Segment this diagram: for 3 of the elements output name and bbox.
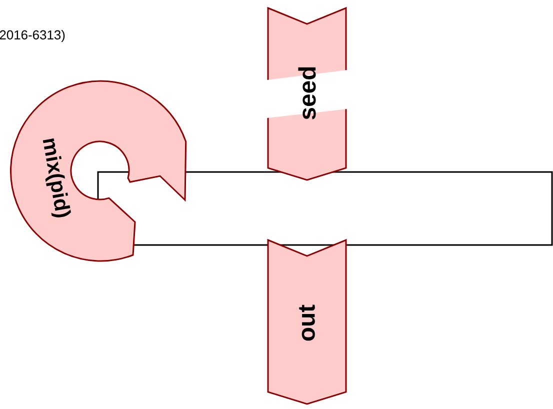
chevron-band: seed [267,6,347,181]
note-text: 2016-6313) [0,30,65,42]
chevron-band: out [267,238,347,405]
